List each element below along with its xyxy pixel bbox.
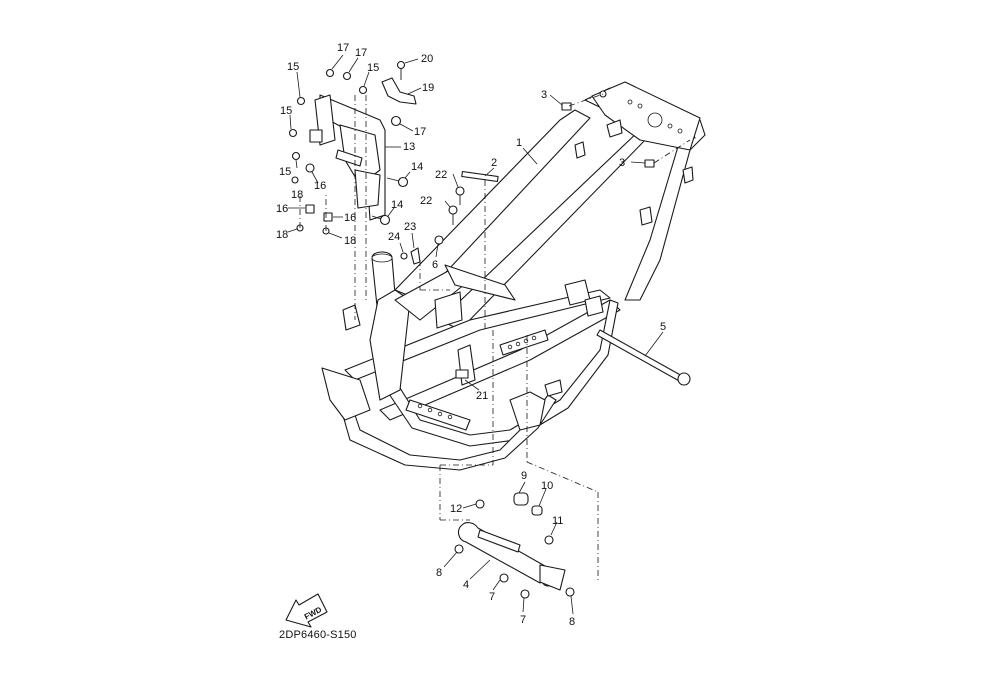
callout-20: 20 [421,53,433,65]
callout-1: 1 [516,137,522,149]
callout-6: 6 [432,259,438,271]
callout-17: 17 [355,47,367,59]
callout-23: 23 [404,221,416,233]
callout-labels: 17 17 15 20 19 17 13 15 15 15 14 14 16 1… [276,42,666,628]
main-frame [321,81,706,471]
fwd-arrow-icon: FWD [285,593,328,628]
callout-15: 15 [279,166,291,178]
callout-10: 10 [541,480,553,492]
callout-16: 16 [314,180,326,192]
callout-18: 18 [291,189,303,201]
callout-7: 7 [489,591,495,603]
assembly-lines [299,93,691,580]
callout-15: 15 [287,61,299,73]
bracket-19 [381,77,417,105]
callout-19: 19 [422,82,434,94]
callout-18: 18 [276,229,288,241]
callout-18: 18 [344,235,356,247]
callout-9: 9 [521,470,527,482]
callout-16: 16 [344,212,356,224]
fasteners [288,60,655,265]
callout-7: 7 [520,614,526,626]
callout-22: 22 [420,195,432,207]
front-bracket-13 [309,94,386,221]
callout-15: 15 [280,105,292,117]
leader-lines [287,54,664,615]
callout-24: 24 [388,231,400,243]
callout-22: 22 [435,169,447,181]
callout-5: 5 [660,321,666,333]
callout-11: 11 [552,515,563,527]
callout-17: 17 [337,42,349,54]
callout-21: 21 [476,390,488,402]
callout-14: 14 [411,161,423,173]
callout-16: 16 [276,203,288,215]
engine-mount-link-4 [454,492,575,599]
diagram-code: 2DP6460-S150 [279,629,357,641]
callout-3: 3 [541,89,547,101]
callout-12: 12 [450,503,462,515]
callout-15: 15 [367,62,379,74]
callout-17: 17 [414,126,426,138]
callout-3: 3 [619,157,625,169]
callout-13: 13 [403,141,415,153]
callout-14: 14 [391,199,403,211]
callout-2: 2 [491,157,497,169]
callout-4: 4 [463,579,469,591]
bolt-5 [596,329,691,386]
callout-8: 8 [436,567,442,579]
callout-8: 8 [569,616,575,628]
